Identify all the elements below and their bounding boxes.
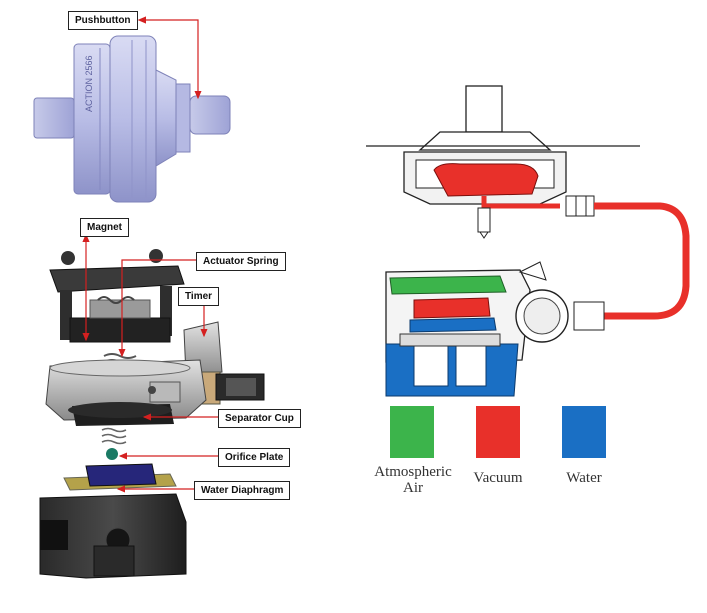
- callout-actuator-spring: Actuator Spring: [196, 252, 286, 271]
- legend-label-water: Water: [566, 470, 602, 486]
- legend-swatch-air: [390, 406, 434, 458]
- left-leader-lines: [82, 233, 218, 493]
- callout-magnet: Magnet: [80, 218, 129, 237]
- pushbutton-housing: [33, 35, 231, 203]
- legend-swatch-water: [562, 406, 606, 458]
- callout-orifice-plate: Orifice Plate: [218, 448, 291, 467]
- magnet-assembly: [49, 249, 185, 343]
- legend-swatch-vacuum: [476, 406, 520, 458]
- callout-separator-cup: Separator Cup: [218, 409, 301, 428]
- regulator-cross-section: [366, 85, 690, 397]
- legend-label-vacuum: Vacuum: [473, 470, 523, 486]
- separator-cup-body: [45, 359, 207, 426]
- pushbutton-leader-line: [137, 16, 202, 100]
- small-spring: [101, 427, 127, 445]
- valve-body: [39, 493, 187, 579]
- part-marking-text: ACTION 2566: [84, 55, 94, 112]
- callout-timer: Timer: [178, 287, 220, 306]
- callout-pushbutton: Pushbutton: [68, 11, 138, 30]
- orifice-plate-part: [106, 448, 118, 460]
- water-diaphragm-part: [63, 463, 177, 491]
- callout-water-diaphragm: Water Diaphragm: [194, 481, 291, 500]
- legend-label-air: Atmospheric Air: [374, 464, 452, 496]
